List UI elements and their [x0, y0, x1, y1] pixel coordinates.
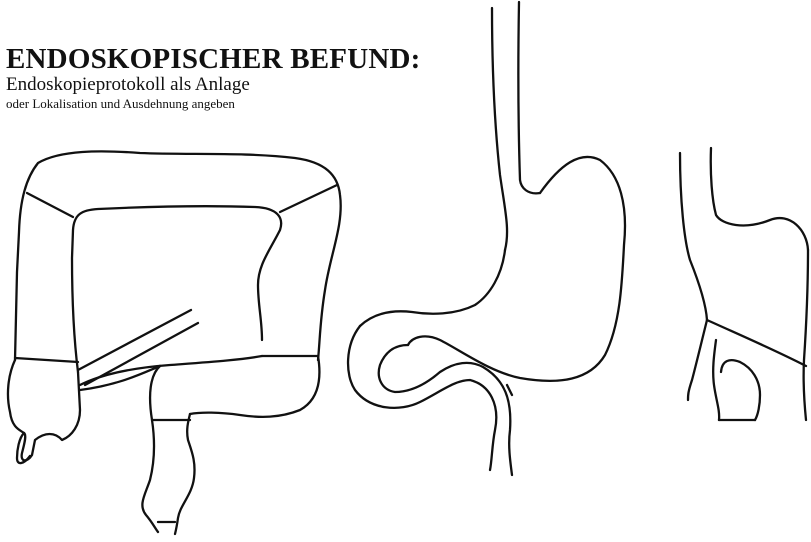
gastric-remnant-diagram[interactable] [680, 148, 808, 420]
colon-outer-contour [15, 151, 341, 360]
stomach-greater-curvature [408, 157, 625, 381]
form-header: ENDOSKOPISCHER BEFUND: Endoskopieprotoko… [6, 44, 420, 111]
caecum-boundary [15, 358, 78, 362]
remnant-oesophagus-left [680, 153, 707, 320]
sigmoid-loop-inner [80, 366, 160, 390]
sigmoid-loop-outer [190, 356, 319, 417]
form-subtitle: Endoskopieprotokoll als Anlage [6, 75, 420, 94]
oesophagus-left-wall [492, 8, 507, 250]
remnant-left-limb [688, 320, 707, 400]
colon-inner-contour [72, 206, 281, 372]
colon-diagram[interactable] [8, 151, 341, 534]
remnant-anastomosis-line [707, 320, 806, 366]
oesophagus-right-wall [518, 2, 540, 193]
terminal-ileum-line-1 [78, 310, 191, 370]
remnant-loop-inner [721, 360, 760, 420]
duodenum-outer-wall [348, 326, 496, 470]
terminal-ileum-line-2 [85, 323, 198, 385]
remnant-oesophagus-right [711, 148, 808, 250]
stomach-lesser-curvature [360, 250, 505, 326]
splenic-flexure-line [280, 185, 337, 212]
form-title: ENDOSKOPISCHER BEFUND: [6, 44, 420, 74]
hepatic-flexure-line [27, 193, 73, 217]
sigmoid-left-wall [142, 366, 160, 532]
pylorus-line [507, 385, 512, 395]
remnant-loop-left [713, 340, 719, 420]
sigmoid-upper-edge [80, 356, 262, 385]
form-instruction: oder Lokalisation und Ausdehnung angeben [6, 96, 420, 111]
remnant-outer-wall [804, 250, 808, 420]
sigmoid-right-wall [175, 414, 195, 534]
